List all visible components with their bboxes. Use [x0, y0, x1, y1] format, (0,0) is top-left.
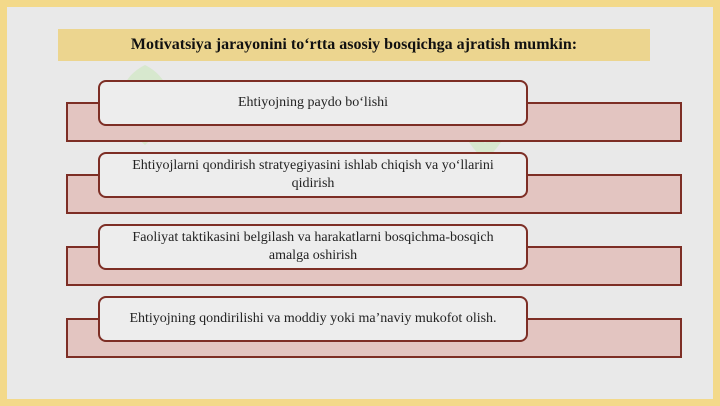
slide-title: Motivatsiya jarayonini to‘rtta asosiy bo…	[130, 36, 578, 53]
step-box: Ehtiyojning paydo bo‘lishi	[98, 80, 528, 126]
step-box: Faoliyat taktikasini belgilash va haraka…	[98, 224, 528, 270]
step-box: Ehtiyojlarni qondirish stratyegiyasini i…	[98, 152, 528, 198]
step-box: Ehtiyojning qondirilishi va moddiy yoki …	[98, 296, 528, 342]
title-bar: Motivatsiya jarayonini to‘rtta asosiy bo…	[58, 29, 650, 61]
